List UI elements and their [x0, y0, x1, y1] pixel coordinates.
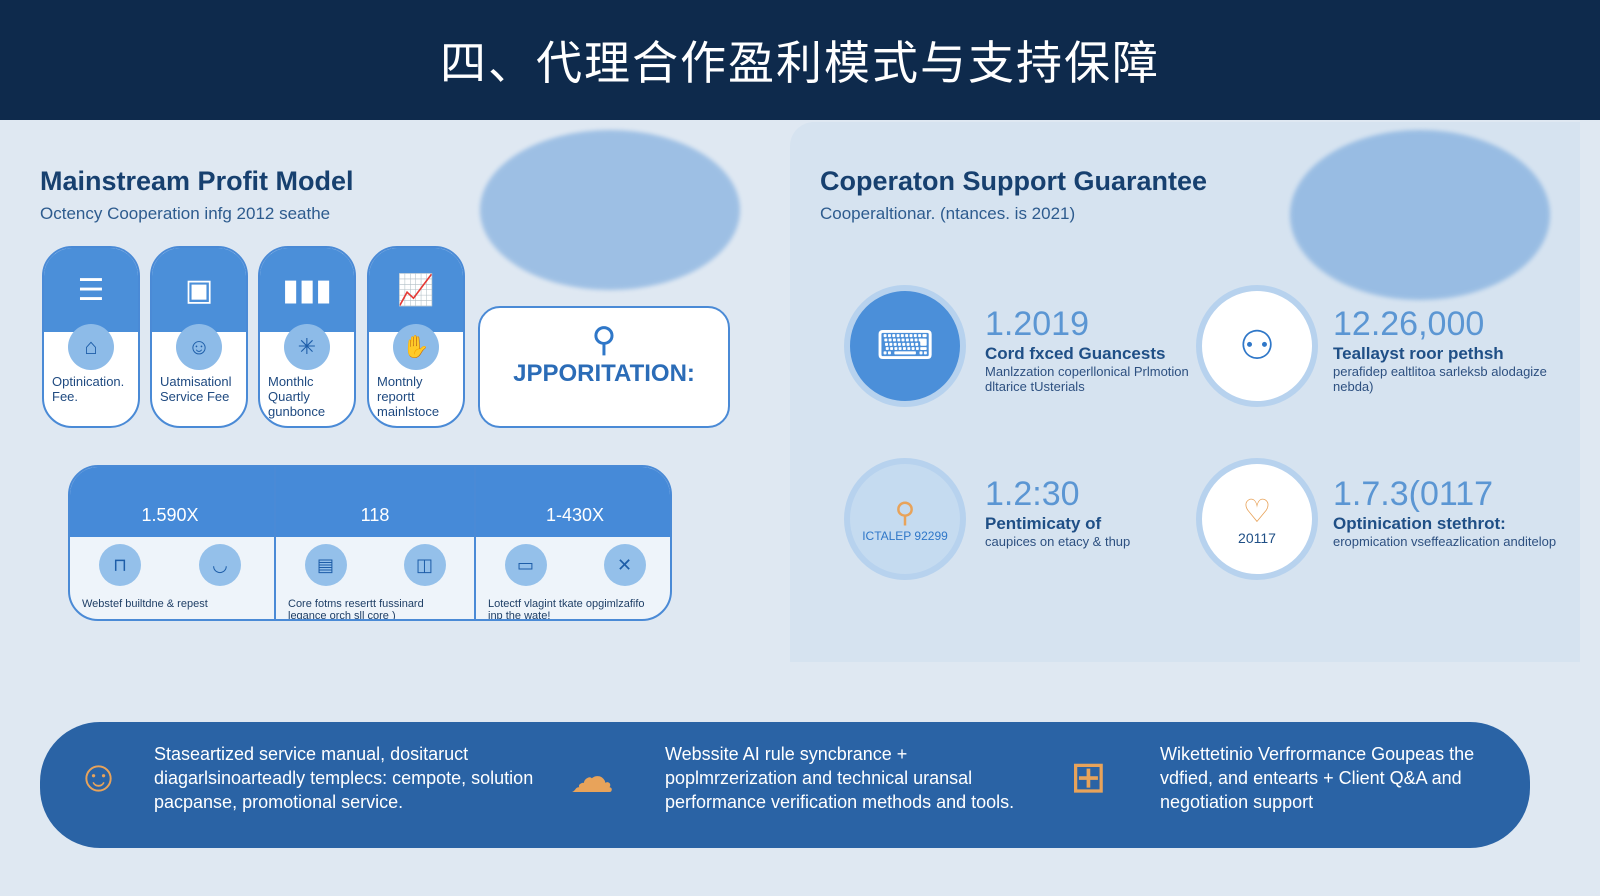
handshake-icon: ♡20117 — [1196, 458, 1318, 580]
support-banner: ☺ Staseartized service manual, dositaruc… — [40, 722, 1530, 848]
banner-item: Wikettetinio Verfrormance Goupeas the vd… — [1160, 744, 1475, 812]
stat-heading: Cord fxced Guancests — [985, 344, 1166, 363]
checklist-icon: ☰ — [44, 248, 138, 332]
metric-desc: Lotectf vlagint tkate opgimlzafifo inp t… — [488, 598, 645, 621]
profit-card: ▣☺ Uatmisationl Service Fee — [150, 246, 248, 428]
metric-desc: Core fotms resertt fussinard legance orc… — [288, 598, 424, 621]
bar-chart-icon: ▮▮▮ — [260, 248, 354, 332]
banner-item: Webssite AI rule syncbrance + poplmrzeri… — [665, 744, 1015, 812]
decor-blob — [480, 130, 740, 290]
profit-card: ▮▮▮✳Monthlc Quartly gunbonce — [258, 246, 356, 428]
banner-item: Staseartized service manual, dositaruct … — [154, 744, 534, 812]
metric-desc: Webstef builtdne & repest — [82, 598, 208, 610]
keyboard-hand-icon: ⌨ — [844, 285, 966, 407]
metric-value: 1-430X — [545, 505, 605, 525]
profit-card: 📈✋Montnly reportt mainlstoce — [367, 246, 465, 428]
stat-number: 1.7.3(0117 — [1333, 475, 1494, 513]
stat-text: perafidep ealtlitoa sarleksb alodagize n… — [1333, 364, 1547, 394]
metrics-row: 1.590X⊓ ◡ Webstef builtdne & repest 118 ▤ ◫ C… — [68, 465, 672, 621]
pin-badge-icon: ⚲ICTALEP 92299 — [844, 458, 966, 580]
person-icon: ☺ — [76, 752, 121, 801]
cloud-chart-icon: ☁ — [570, 753, 614, 802]
badge-text: 20117 — [1238, 530, 1276, 546]
location-pin-icon: ⚲ — [591, 321, 617, 359]
stat-heading: Teallayst roor pethsh — [1333, 344, 1504, 363]
stat-heading: Optinication stethrot: — [1333, 514, 1506, 533]
profit-card: ☰⌂ Optinication. Fee. — [42, 246, 140, 428]
card-label: Monthlc Quartly gunbonce — [268, 374, 326, 419]
stat-text: eropmication vseffeazlication anditelop — [1333, 534, 1557, 549]
support-subtitle: Cooperaltionar. (ntances. is 2021) — [820, 204, 1076, 223]
profit-model-title: Mainstream Profit Model — [40, 166, 354, 196]
support-title: Coperaton Support Guarantee — [820, 166, 1208, 196]
metric-value: 118 — [360, 505, 390, 525]
document-icon: ▣ — [152, 248, 246, 332]
metric-segment: 1.590X⊓ ◡ Webstef builtdne & repest — [70, 467, 270, 619]
home-icon: ⌂ — [68, 324, 114, 370]
sparkle-icon: ✳ — [284, 324, 330, 370]
shirt-icon: ⊓ — [99, 544, 141, 586]
stat-text: Manlzzation coperllonical Prlmotion dlta… — [985, 364, 1189, 394]
stat-heading: Pentimicaty of — [985, 514, 1102, 533]
tools-icon: ✕ — [603, 544, 646, 586]
stat-number: 1.2019 — [985, 305, 1089, 343]
metric-segment: 1-430X ▭ ✕ Lotectf vlagint tkate opgimlzafi… — [474, 467, 670, 621]
box-icon: ▤ — [304, 544, 347, 586]
hand-icon: ✋ — [393, 324, 439, 370]
metric-segment: 118 ▤ ◫ Core fotms resertt fussinard leganc… — [274, 467, 474, 621]
profit-model-subtitle: Octency Cooperation infg 2012 seathe — [40, 204, 331, 223]
monitor-icon: ▭ — [504, 544, 547, 586]
decor-blob — [1290, 130, 1550, 300]
line-chart-icon: 📈 — [369, 248, 463, 332]
stat-number: 12.26,000 — [1333, 305, 1485, 343]
badge-text: ICTALEP 92299 — [862, 528, 948, 543]
page-title: 四、代理合作盈利模式与支持保障 — [440, 36, 1160, 90]
metric-value: 1.590X — [141, 505, 199, 525]
header: 四、代理合作盈利模式与支持保障 — [0, 0, 1600, 120]
stat-text: caupices on etacy & thup — [985, 534, 1131, 549]
cooperation-card: ⚲JPPORITATION: — [478, 306, 730, 428]
people-icon: ⚇ — [1196, 285, 1318, 407]
stat-number: 1.2:30 — [985, 475, 1080, 513]
cup-icon: ◫ — [403, 544, 446, 586]
card-label: Uatmisationl Service Fee — [160, 374, 232, 404]
toolbox-icon: ⊞ — [1070, 753, 1107, 802]
card-label: Montnly reportt mainlstoce — [377, 374, 440, 419]
cooperation-label: JPPORITATION: — [513, 360, 695, 387]
people-icon: ☺ — [176, 324, 222, 370]
bowl-icon: ◡ — [199, 544, 241, 586]
card-label: Optinication. Fee. — [52, 374, 125, 404]
